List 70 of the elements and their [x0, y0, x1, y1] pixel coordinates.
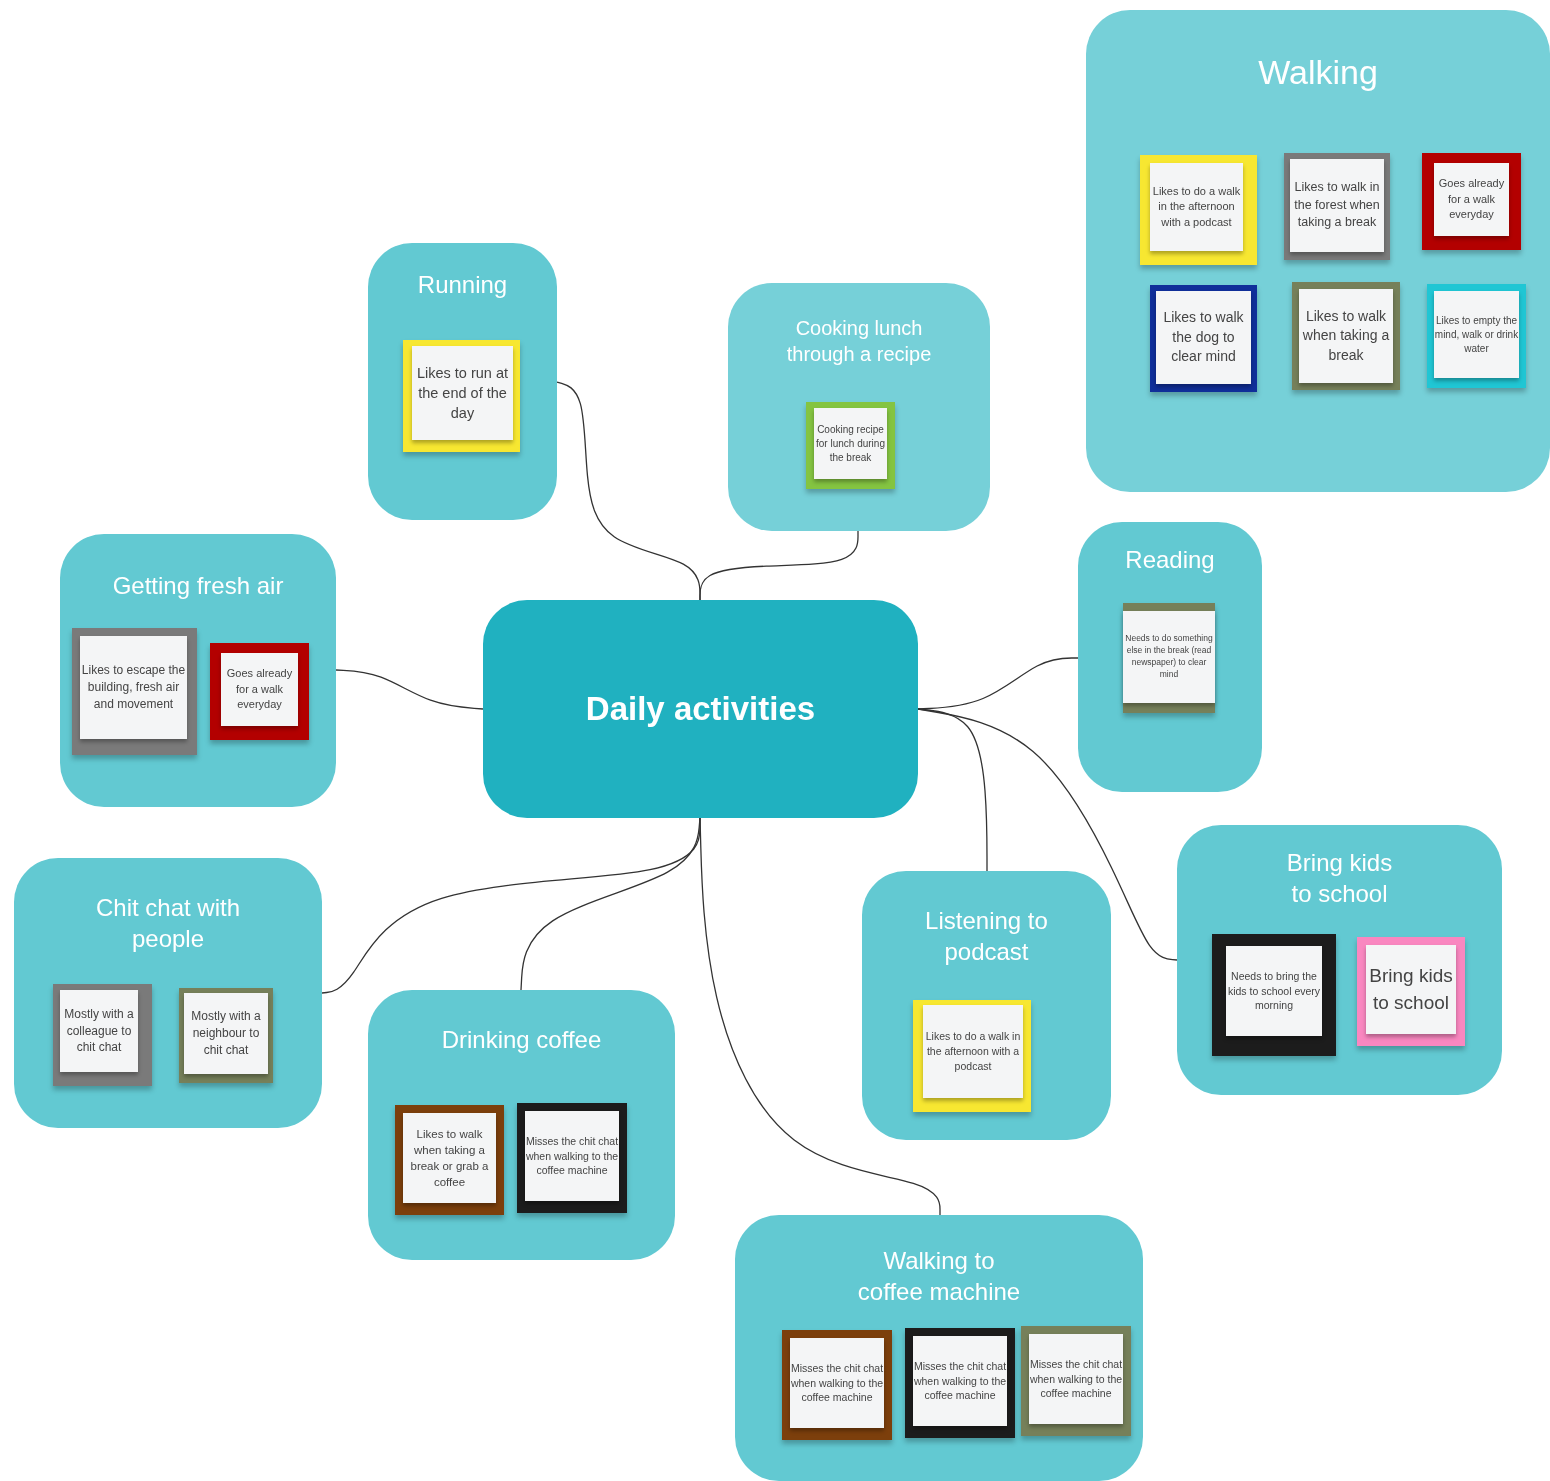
note-text: Likes to do a walk in the afternoon with a podcast [1151, 183, 1242, 230]
note-text: Needs to bring the kids to school every morning [1226, 968, 1322, 1014]
note-text: Needs to do something else in the break (read newspaper) to clear mind [1124, 633, 1214, 681]
connector-line [699, 817, 941, 1216]
sticky-note [179, 988, 273, 1083]
sticky-note [1021, 1326, 1131, 1436]
category-panel [1078, 522, 1262, 792]
connector-line [917, 708, 988, 872]
category-panel [728, 283, 990, 531]
category-title: Chit chat with people [94, 893, 242, 955]
note-text: Mostly with a neighbour to chit chat [190, 1008, 262, 1059]
note-text: Likes to empty the mind, walk or drink water [1434, 313, 1519, 356]
note-text: Likes to walk in the forest when taking a break [1293, 179, 1381, 232]
topic-title: Daily activities [585, 690, 816, 728]
category-panel [735, 1215, 1143, 1481]
sticky-note [72, 628, 197, 755]
sticky-note [1292, 282, 1400, 390]
note-text: Cooking recipe for lunch during the break [815, 422, 886, 465]
connector-line [917, 708, 1178, 961]
sticky-note [1140, 155, 1257, 265]
category-title: Reading [1124, 545, 1216, 575]
note-text: Likes to do a walk in the afternoon with a podcast [924, 1029, 1022, 1074]
sticky-note [1422, 153, 1521, 250]
category-panel [60, 534, 336, 807]
sticky-note [53, 984, 152, 1086]
note-text: Likes to run at the end of the day [415, 363, 510, 424]
note-text: Likes to walk when taking a break or grab a coffee [409, 1126, 490, 1191]
connector-line [335, 669, 484, 710]
category-title: Drinking coffee [440, 1025, 603, 1055]
note-text: Goes already for a walk everyday [1437, 176, 1506, 223]
note-text: Mostly with a colleague to chit chat [63, 1005, 135, 1057]
note-text: Misses the chit chat when walking to the coffee machine [525, 1133, 619, 1179]
category-title: Cooking lunch through a recipe [785, 316, 933, 367]
sticky-note [1212, 934, 1336, 1056]
sticky-note [913, 1000, 1031, 1112]
note-text: Likes to walk the dog to clear mind [1162, 308, 1245, 367]
category-title: Getting fresh air [111, 571, 285, 601]
note-text: Goes already for a walk everyday [225, 666, 294, 713]
category-panel [862, 871, 1111, 1140]
sticky-note [395, 1105, 504, 1215]
sticky-note [517, 1103, 627, 1213]
sticky-note [1284, 153, 1390, 260]
category-panel [368, 243, 557, 520]
sticky-note [905, 1328, 1015, 1438]
note-text: Misses the chit chat when walking to the coffee machine [913, 1358, 1007, 1404]
sticky-note [1427, 284, 1526, 388]
central-topic-box [483, 600, 918, 818]
note-text: Bring kids to school [1368, 963, 1454, 1015]
sticky-note [1150, 285, 1257, 392]
sticky-note [403, 340, 520, 452]
connector-line [917, 657, 1079, 710]
category-title: Bring kids to school [1285, 848, 1394, 910]
connector-line [699, 530, 859, 601]
category-title: Running [416, 270, 509, 300]
note-text: Misses the chit chat when walking to the coffee machine [1029, 1356, 1123, 1402]
category-title: Walking [1257, 52, 1379, 93]
category-panel [368, 990, 675, 1260]
sticky-note [782, 1330, 892, 1440]
sticky-note [1357, 937, 1465, 1046]
sticky-note [806, 402, 895, 489]
category-panel [1086, 10, 1550, 492]
category-panel [14, 858, 322, 1128]
note-text: Likes to escape the building, fresh air and movement [80, 662, 187, 713]
category-panel [1177, 825, 1502, 1095]
sticky-note [1123, 603, 1215, 713]
note-text: Likes to walk when taking a break [1301, 306, 1391, 365]
note-text: Misses the chit chat when walking to the coffee machine [790, 1360, 884, 1406]
category-title: Walking to coffee machine [856, 1246, 1022, 1308]
category-title: Listening to podcast [924, 906, 1049, 968]
sticky-note [210, 643, 309, 740]
